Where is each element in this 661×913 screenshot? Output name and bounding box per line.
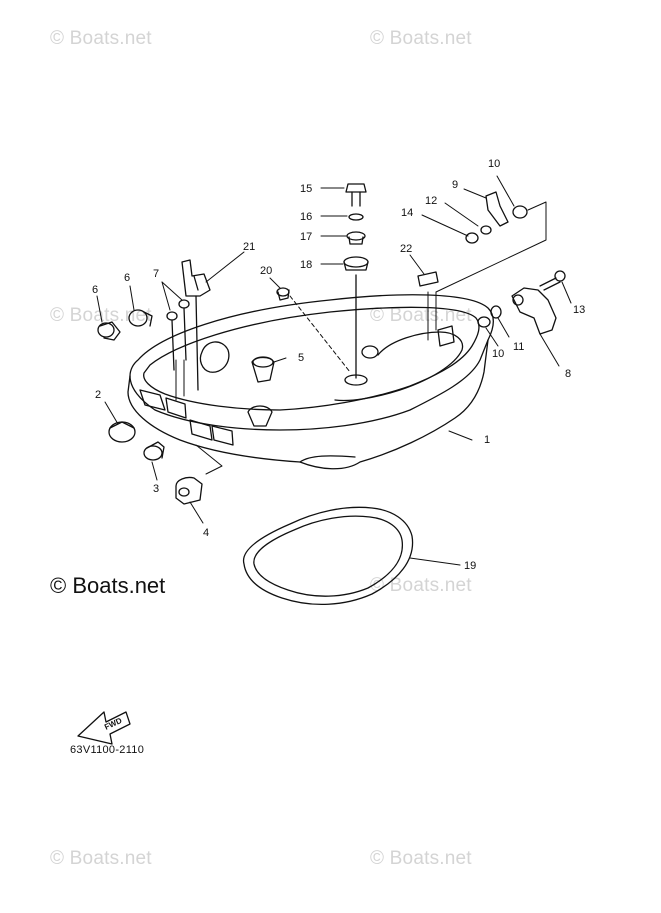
callout-1: 1 bbox=[484, 434, 490, 446]
part-3-grommet bbox=[143, 441, 165, 461]
part-12-washer bbox=[480, 225, 492, 235]
callout-19: 19 bbox=[464, 560, 476, 572]
callout-12: 12 bbox=[425, 195, 437, 207]
callout-5: 5 bbox=[298, 352, 304, 364]
callout-16: 16 bbox=[300, 211, 312, 223]
part-22-label bbox=[417, 271, 439, 287]
part-4-grommet bbox=[175, 476, 203, 505]
callout-10-bottom: 10 bbox=[492, 348, 504, 360]
part-20-bolt bbox=[276, 287, 290, 301]
part-7-grommets bbox=[128, 299, 190, 371]
bottom-cowling bbox=[127, 294, 494, 470]
callout-22: 22 bbox=[400, 243, 412, 255]
part-21-bracket bbox=[181, 259, 211, 391]
watermark: © Boats.net bbox=[50, 848, 152, 869]
callout-20: 20 bbox=[260, 265, 272, 277]
callout-3: 3 bbox=[153, 483, 159, 495]
part-18-grommet bbox=[343, 256, 369, 379]
leader-lines bbox=[96, 175, 572, 566]
part-13-screw bbox=[539, 270, 566, 291]
callout-13: 13 bbox=[573, 304, 585, 316]
part-15-bolt bbox=[345, 183, 367, 207]
callout-6b: 6 bbox=[124, 272, 130, 284]
fwd-arrow-icon: FWD bbox=[77, 711, 131, 745]
callout-2: 2 bbox=[95, 389, 101, 401]
part-10-washer bbox=[477, 316, 491, 328]
callout-9: 9 bbox=[452, 179, 458, 191]
callout-18: 18 bbox=[300, 259, 312, 271]
part-19-gasket bbox=[242, 506, 414, 606]
callout-numbers: 1 2 3 4 5 6 6 7 8 9 10 10 11 12 13 14 15… bbox=[92, 158, 585, 572]
callout-7: 7 bbox=[153, 268, 159, 280]
watermark: © Boats.net bbox=[370, 305, 472, 326]
callout-15: 15 bbox=[300, 183, 312, 195]
callout-10-top: 10 bbox=[488, 158, 500, 170]
part-5-grommet bbox=[251, 356, 275, 383]
part-6-grommet bbox=[97, 321, 121, 341]
callout-4: 4 bbox=[203, 527, 209, 539]
copyright-notice: © Boats.net bbox=[50, 573, 166, 598]
part-code: 63V1100-2110 bbox=[70, 744, 145, 756]
part-10-nut bbox=[512, 205, 528, 219]
part-14-nut bbox=[465, 232, 479, 244]
part-8-bracket bbox=[511, 287, 557, 335]
part-16-washer bbox=[348, 213, 364, 221]
part-2-plug bbox=[108, 421, 136, 443]
part-9-bracket bbox=[485, 191, 509, 227]
watermark: © Boats.net bbox=[50, 28, 152, 49]
part-17-collar bbox=[346, 231, 366, 245]
watermark: © Boats.net bbox=[370, 848, 472, 869]
watermark: © Boats.net bbox=[370, 28, 472, 49]
callout-11: 11 bbox=[513, 341, 524, 353]
callout-6: 6 bbox=[92, 284, 98, 296]
callout-14: 14 bbox=[401, 207, 413, 219]
watermark: © Boats.net bbox=[370, 575, 472, 596]
part-11-washer bbox=[490, 305, 502, 319]
callout-8: 8 bbox=[565, 368, 571, 380]
callout-21: 21 bbox=[243, 241, 255, 253]
callout-17: 17 bbox=[300, 231, 312, 243]
